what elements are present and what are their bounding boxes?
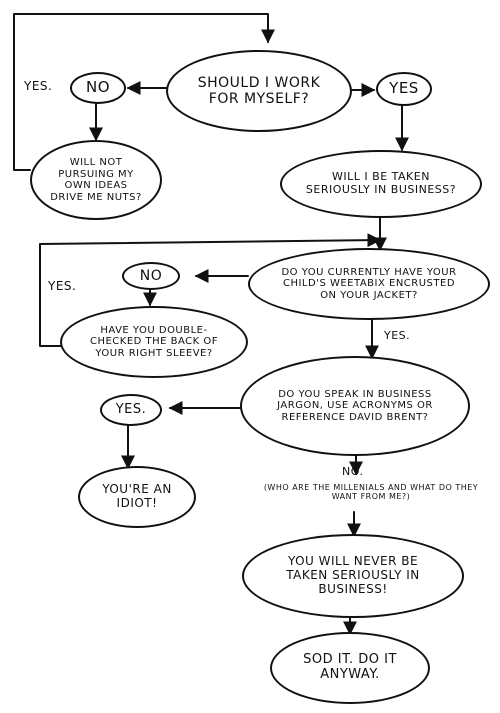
loop-arrow-top [13,13,275,171]
label-no-to-never: No. [342,465,364,478]
answer-no-mid: No [122,262,180,290]
result-sod-it: Sod it. Do it anyway. [270,632,430,704]
question-work-for-myself: Should I work for myself? [166,50,352,132]
question-business-jargon: Do you speak in business jargon, use acr… [240,356,470,456]
loop-arrow-mid [39,233,382,347]
question-pursuing-ideas: Will not pursuing my own ideas drive me … [30,140,162,220]
label-yes-to-jargon: Yes. [384,329,411,342]
label-yes-loop-top: Yes. [24,79,53,93]
answer-yes-low: Yes. [100,394,162,426]
label-millennials-note: (Who are the millenials and what do they… [263,483,479,501]
answer-yes-top: Yes [376,72,432,106]
question-right-sleeve: Have you double-checked the back of your… [60,306,248,378]
question-taken-seriously: Will I be taken seriously in business? [280,150,482,218]
label-yes-loop-mid: Yes. [48,279,77,293]
question-weetabix: Do you currently have your child's Weeta… [248,248,490,320]
result-idiot: You're an idiot! [78,466,196,528]
result-never-taken-seriously: You will never be taken seriously in bus… [242,534,464,618]
answer-no-top: No [70,72,126,104]
